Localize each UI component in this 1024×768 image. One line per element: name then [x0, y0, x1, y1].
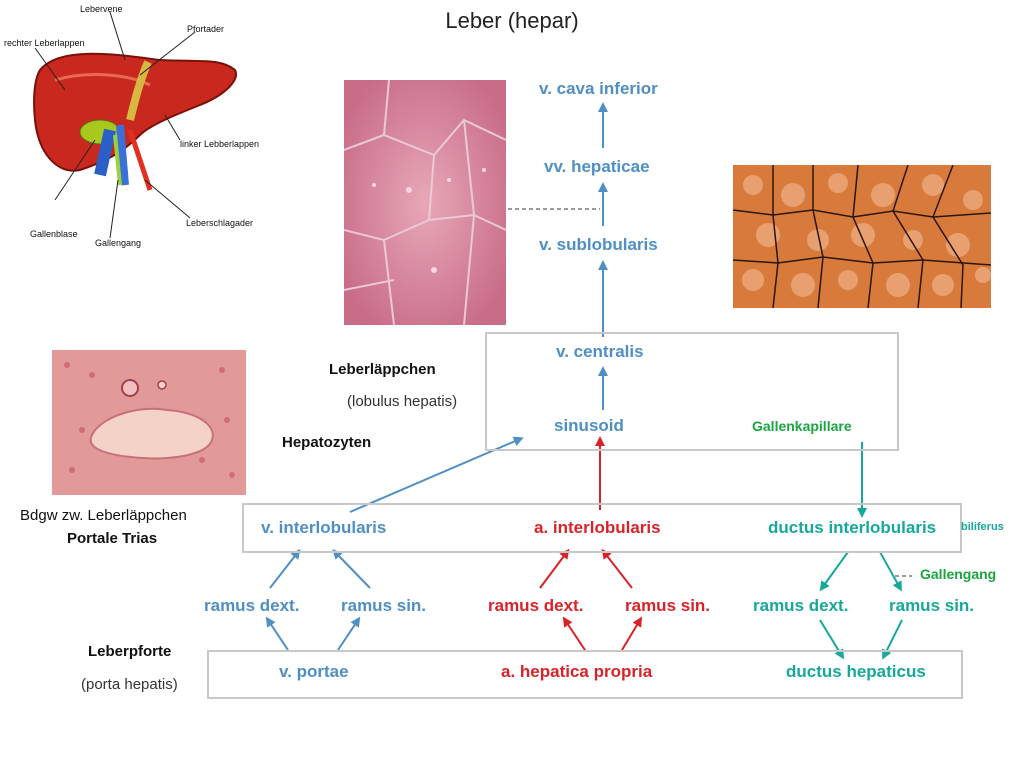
label-gallenkapillare: Gallenkapillare — [752, 418, 852, 434]
liver-anatomy-illustration: rechter Leberlappen Lebervene Pfortader … — [0, 0, 275, 255]
label-vv-hepaticae: vv. hepaticae — [544, 157, 650, 176]
histology-portal-triad-image — [52, 350, 246, 495]
label-a-ramus-dext: ramus dext. — [488, 596, 584, 615]
label-lebervene: Lebervene — [80, 4, 123, 14]
label-sinusoid: sinusoid — [554, 416, 624, 435]
label-rechter-leberlappen: rechter Leberlappen — [4, 38, 85, 48]
label-hepatozyten: Hepatozyten — [282, 434, 372, 451]
label-v-ramus-dext: ramus dext. — [204, 596, 300, 615]
lobule-box — [485, 332, 899, 451]
label-leberpforte: Leberpforte — [88, 643, 172, 660]
histology-bile-canaliculi-image — [733, 165, 991, 308]
label-pfortader: Pfortader — [187, 24, 224, 34]
label-ductus-interlobularis: ductus interlobularis — [768, 518, 937, 537]
label-a-hepatica-propria: a. hepatica propria — [501, 662, 653, 681]
label-bdgw: Bdgw zw. Leberläppchen — [20, 507, 187, 524]
label-leberschlagader: Leberschlagader — [186, 218, 253, 228]
label-v-interlobularis: v. interlobularis — [261, 518, 387, 537]
label-v-sublobularis: v. sublobularis — [539, 235, 658, 254]
label-a-ramus-sin: ramus sin. — [625, 596, 711, 615]
label-gallengang: Gallengang — [920, 566, 997, 582]
label-gallenblase: Gallenblase — [30, 229, 78, 239]
label-linker-leberlappen: linker Lebberlappen — [180, 139, 259, 149]
label-v-cava-inferior: v. cava inferior — [539, 79, 658, 98]
label-v-portae: v. portae — [279, 662, 349, 681]
label-gallengang-anatomy: Gallengang — [95, 238, 141, 248]
label-portale-trias: Portale Trias — [67, 530, 158, 547]
label-v-centralis: v. centralis — [556, 342, 644, 361]
label-porta-hepatis: (porta hepatis) — [81, 676, 178, 693]
label-biliferus: biliferus — [961, 521, 1004, 533]
interlobular-box — [242, 503, 962, 553]
label-leberlaeppchen: Leberläppchen — [329, 361, 436, 378]
page-title: Leber (hepar) — [445, 8, 579, 33]
label-v-ramus-sin: ramus sin. — [341, 596, 427, 615]
label-b-ramus-sin: ramus sin. — [889, 596, 975, 615]
label-ductus-hepaticus: ductus hepaticus — [786, 662, 926, 681]
label-b-ramus-dext: ramus dext. — [753, 596, 849, 615]
porta-hepatis-box — [207, 650, 963, 699]
label-lobulus-hepatis: (lobulus hepatis) — [347, 393, 458, 410]
histology-lobules-image — [344, 80, 506, 325]
label-a-interlobularis: a. interlobularis — [534, 518, 661, 537]
